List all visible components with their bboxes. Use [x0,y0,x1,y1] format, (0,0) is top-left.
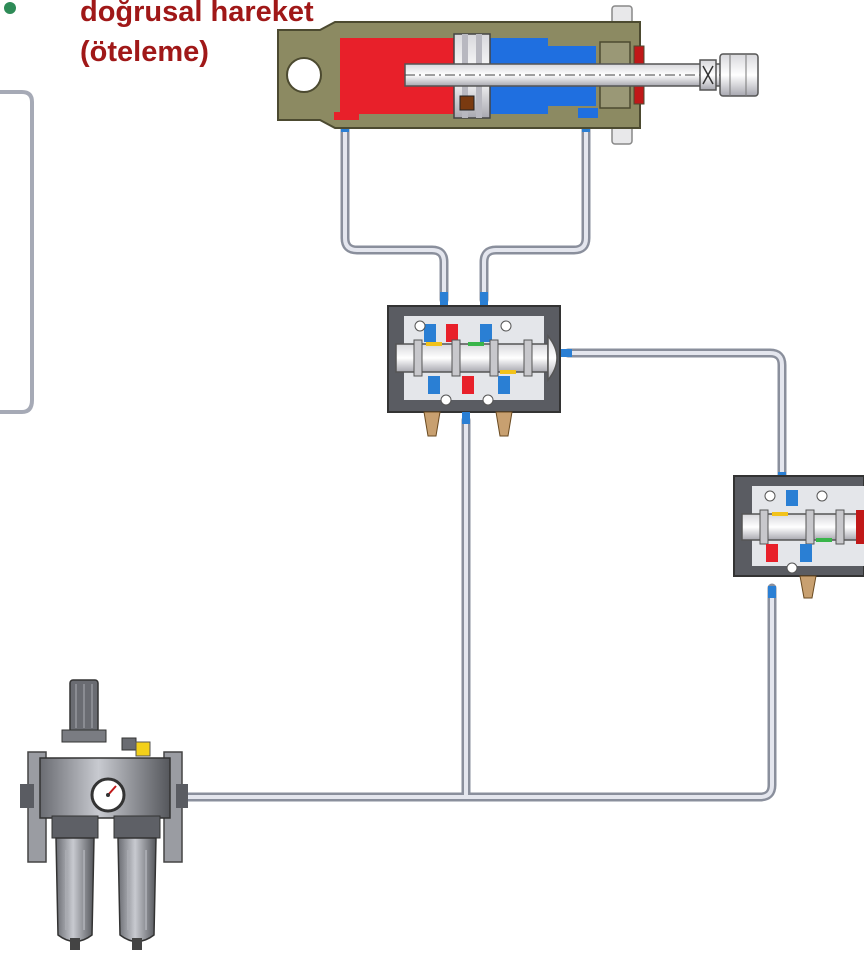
bullet-text-line-2: (öteleme) [80,36,209,68]
pneumatic-pipes [180,118,787,802]
push-button [856,510,864,544]
frl-service-unit [20,679,188,950]
background-frame [0,90,34,414]
push-button-valve [733,475,864,599]
double-acting-cylinder [277,5,759,145]
bullet-text-line-1: doğrusal hareket [80,0,314,28]
mounting-hole [286,57,322,93]
main-directional-valve [387,305,561,437]
bullet-dot-icon [4,2,16,14]
